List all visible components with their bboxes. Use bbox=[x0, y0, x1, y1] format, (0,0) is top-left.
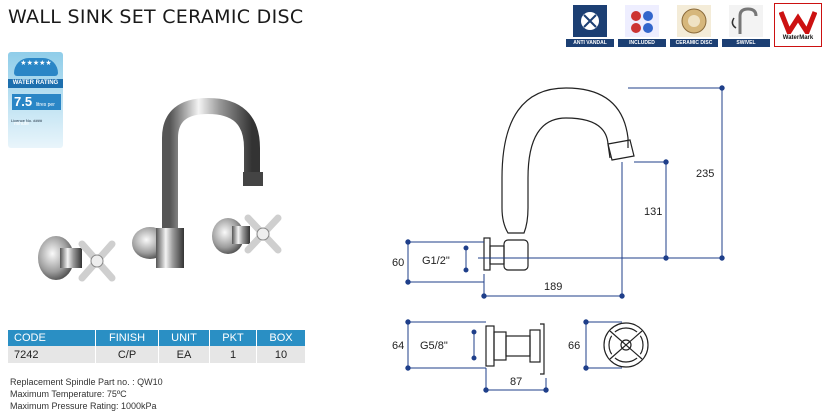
badge-caption: SWIVEL bbox=[722, 39, 770, 47]
dim-131: 131 bbox=[644, 206, 662, 218]
table-row: 7242 C/P EA 1 10 bbox=[8, 346, 306, 363]
flow-unit: litres per minute bbox=[14, 102, 55, 127]
cell-finish: C/P bbox=[95, 346, 159, 363]
note-temperature: Maximum Temperature: 75ºC bbox=[10, 389, 127, 399]
anti-vandal-icon bbox=[568, 3, 612, 39]
product-photo bbox=[38, 97, 282, 282]
swivel-icon bbox=[724, 3, 768, 39]
feature-badges: ANTI VANDAL INCLUDED CERAMIC DISC SWIVEL… bbox=[566, 3, 822, 47]
watermark-logo-icon bbox=[779, 10, 817, 34]
dim-64: 64 bbox=[392, 340, 404, 352]
dim-thread-top: G1/2" bbox=[422, 255, 450, 267]
rating-stars-icon: ★★★★★ bbox=[14, 58, 58, 76]
cell-unit: EA bbox=[158, 346, 210, 363]
water-rating-value: 7.5 litres per minute bbox=[12, 94, 61, 127]
flow-value: 7.5 bbox=[14, 94, 33, 109]
cell-code: 7242 bbox=[8, 346, 96, 363]
dim-87: 87 bbox=[510, 376, 522, 388]
watermark-text: WaterMark bbox=[782, 34, 814, 41]
col-finish: FINISH bbox=[95, 330, 159, 346]
col-pkt: PKT bbox=[209, 330, 257, 346]
licence-text: Licence No. #### bbox=[11, 118, 43, 123]
dim-189: 189 bbox=[544, 281, 562, 293]
dim-60: 60 bbox=[392, 257, 404, 269]
ceramic-disc-icon bbox=[672, 3, 716, 39]
water-rating-label: ★★★★★ WATER RATING 7.5 litres per minute… bbox=[8, 52, 63, 148]
col-unit: UNIT bbox=[158, 330, 210, 346]
water-rating-band: WATER RATING bbox=[8, 79, 63, 88]
anti-vandal-badge: ANTI VANDAL bbox=[566, 3, 614, 47]
cell-box: 10 bbox=[256, 346, 306, 363]
badge-caption: CERAMIC DISC bbox=[670, 39, 718, 47]
dim-thread-bottom: G5/8" bbox=[420, 340, 448, 352]
note-pressure: Maximum Pressure Rating: 1000kPa bbox=[10, 401, 157, 411]
cell-pkt: 1 bbox=[209, 346, 257, 363]
table-header-row: CODE FINISH UNIT PKT BOX bbox=[8, 330, 306, 346]
watermark-badge: WaterMark bbox=[774, 3, 822, 47]
dim-66: 66 bbox=[568, 340, 580, 352]
technical-drawing: 60 G1/2" 131 235 189 64 G5/8" 87 66 bbox=[392, 85, 725, 393]
col-code: CODE bbox=[8, 330, 96, 346]
handles-badge: INCLUDED bbox=[618, 3, 666, 47]
page-title: WALL SINK SET CERAMIC DISC bbox=[8, 6, 304, 28]
swivel-badge: SWIVEL bbox=[722, 3, 770, 47]
indices-icon bbox=[620, 3, 664, 39]
ceramic-disc-badge: CERAMIC DISC bbox=[670, 3, 718, 47]
spec-table: CODE FINISH UNIT PKT BOX 7242 C/P EA 1 1… bbox=[8, 330, 306, 363]
badge-caption: INCLUDED bbox=[618, 39, 666, 47]
dim-235: 235 bbox=[696, 168, 714, 180]
badge-caption: ANTI VANDAL bbox=[566, 39, 614, 47]
note-spindle: Replacement Spindle Part no. : QW10 bbox=[10, 377, 163, 387]
col-box: BOX bbox=[256, 330, 306, 346]
spec-notes: Replacement Spindle Part no. : QW10 Maxi… bbox=[10, 376, 163, 412]
